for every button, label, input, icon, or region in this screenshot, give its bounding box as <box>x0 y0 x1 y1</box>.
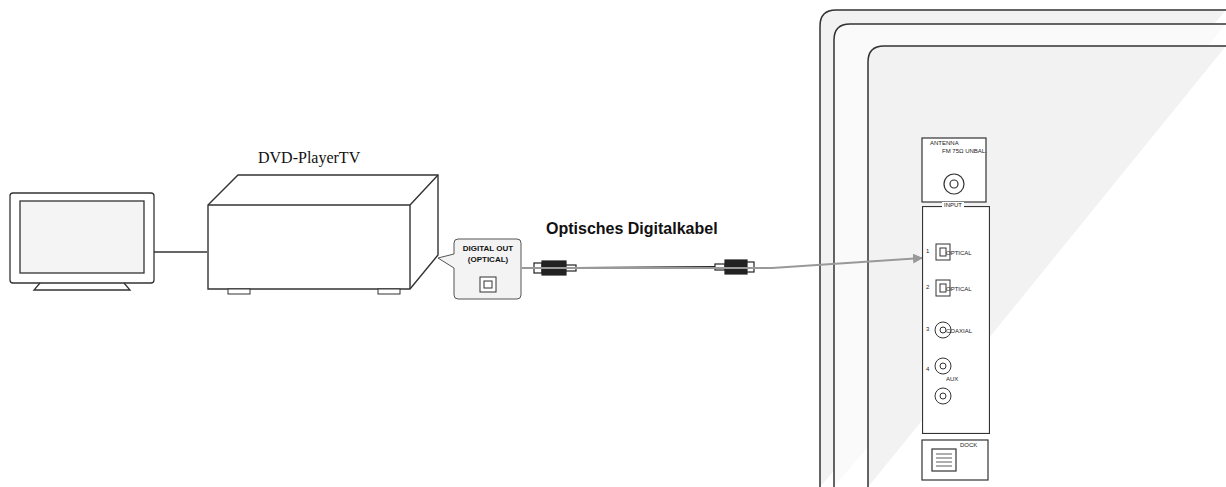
panel-label: AUX <box>946 376 958 383</box>
input-panel: INPUT <box>922 206 990 434</box>
dvd-player: DVD-PlayerTV <box>200 143 445 333</box>
dock-port <box>922 440 988 480</box>
device-label: DVD-PlayerTV <box>258 149 360 167</box>
speaker-housing <box>820 10 1226 487</box>
panel-label: 1 <box>926 248 929 255</box>
port-callout: DIGITAL OUT (OPTICAL) <box>454 238 522 299</box>
panel-label: OPTICAL <box>946 286 972 293</box>
panel-label: COAXIAL <box>946 328 972 335</box>
tv-illustration <box>10 193 207 290</box>
input-panel-outline <box>922 206 990 434</box>
panel-label: ANTENNA <box>930 140 959 147</box>
panel-label: 2 <box>926 284 929 291</box>
port-name: DIGITAL OUT (OPTICAL) <box>454 238 522 265</box>
panel-label: FM 75Ω UNBAL. <box>942 148 987 155</box>
panel-label: 3 <box>926 326 929 333</box>
panel-label: 4 <box>926 366 929 373</box>
cable-label: Optisches Digitalkabel <box>546 220 718 238</box>
dvd-player-box <box>200 143 445 333</box>
panel-label: OPTICAL <box>946 250 972 257</box>
panel-label: DOCK <box>960 442 977 449</box>
optical-cable <box>522 258 922 268</box>
antenna-panel <box>922 138 986 202</box>
panel-heading: INPUT <box>942 202 964 209</box>
